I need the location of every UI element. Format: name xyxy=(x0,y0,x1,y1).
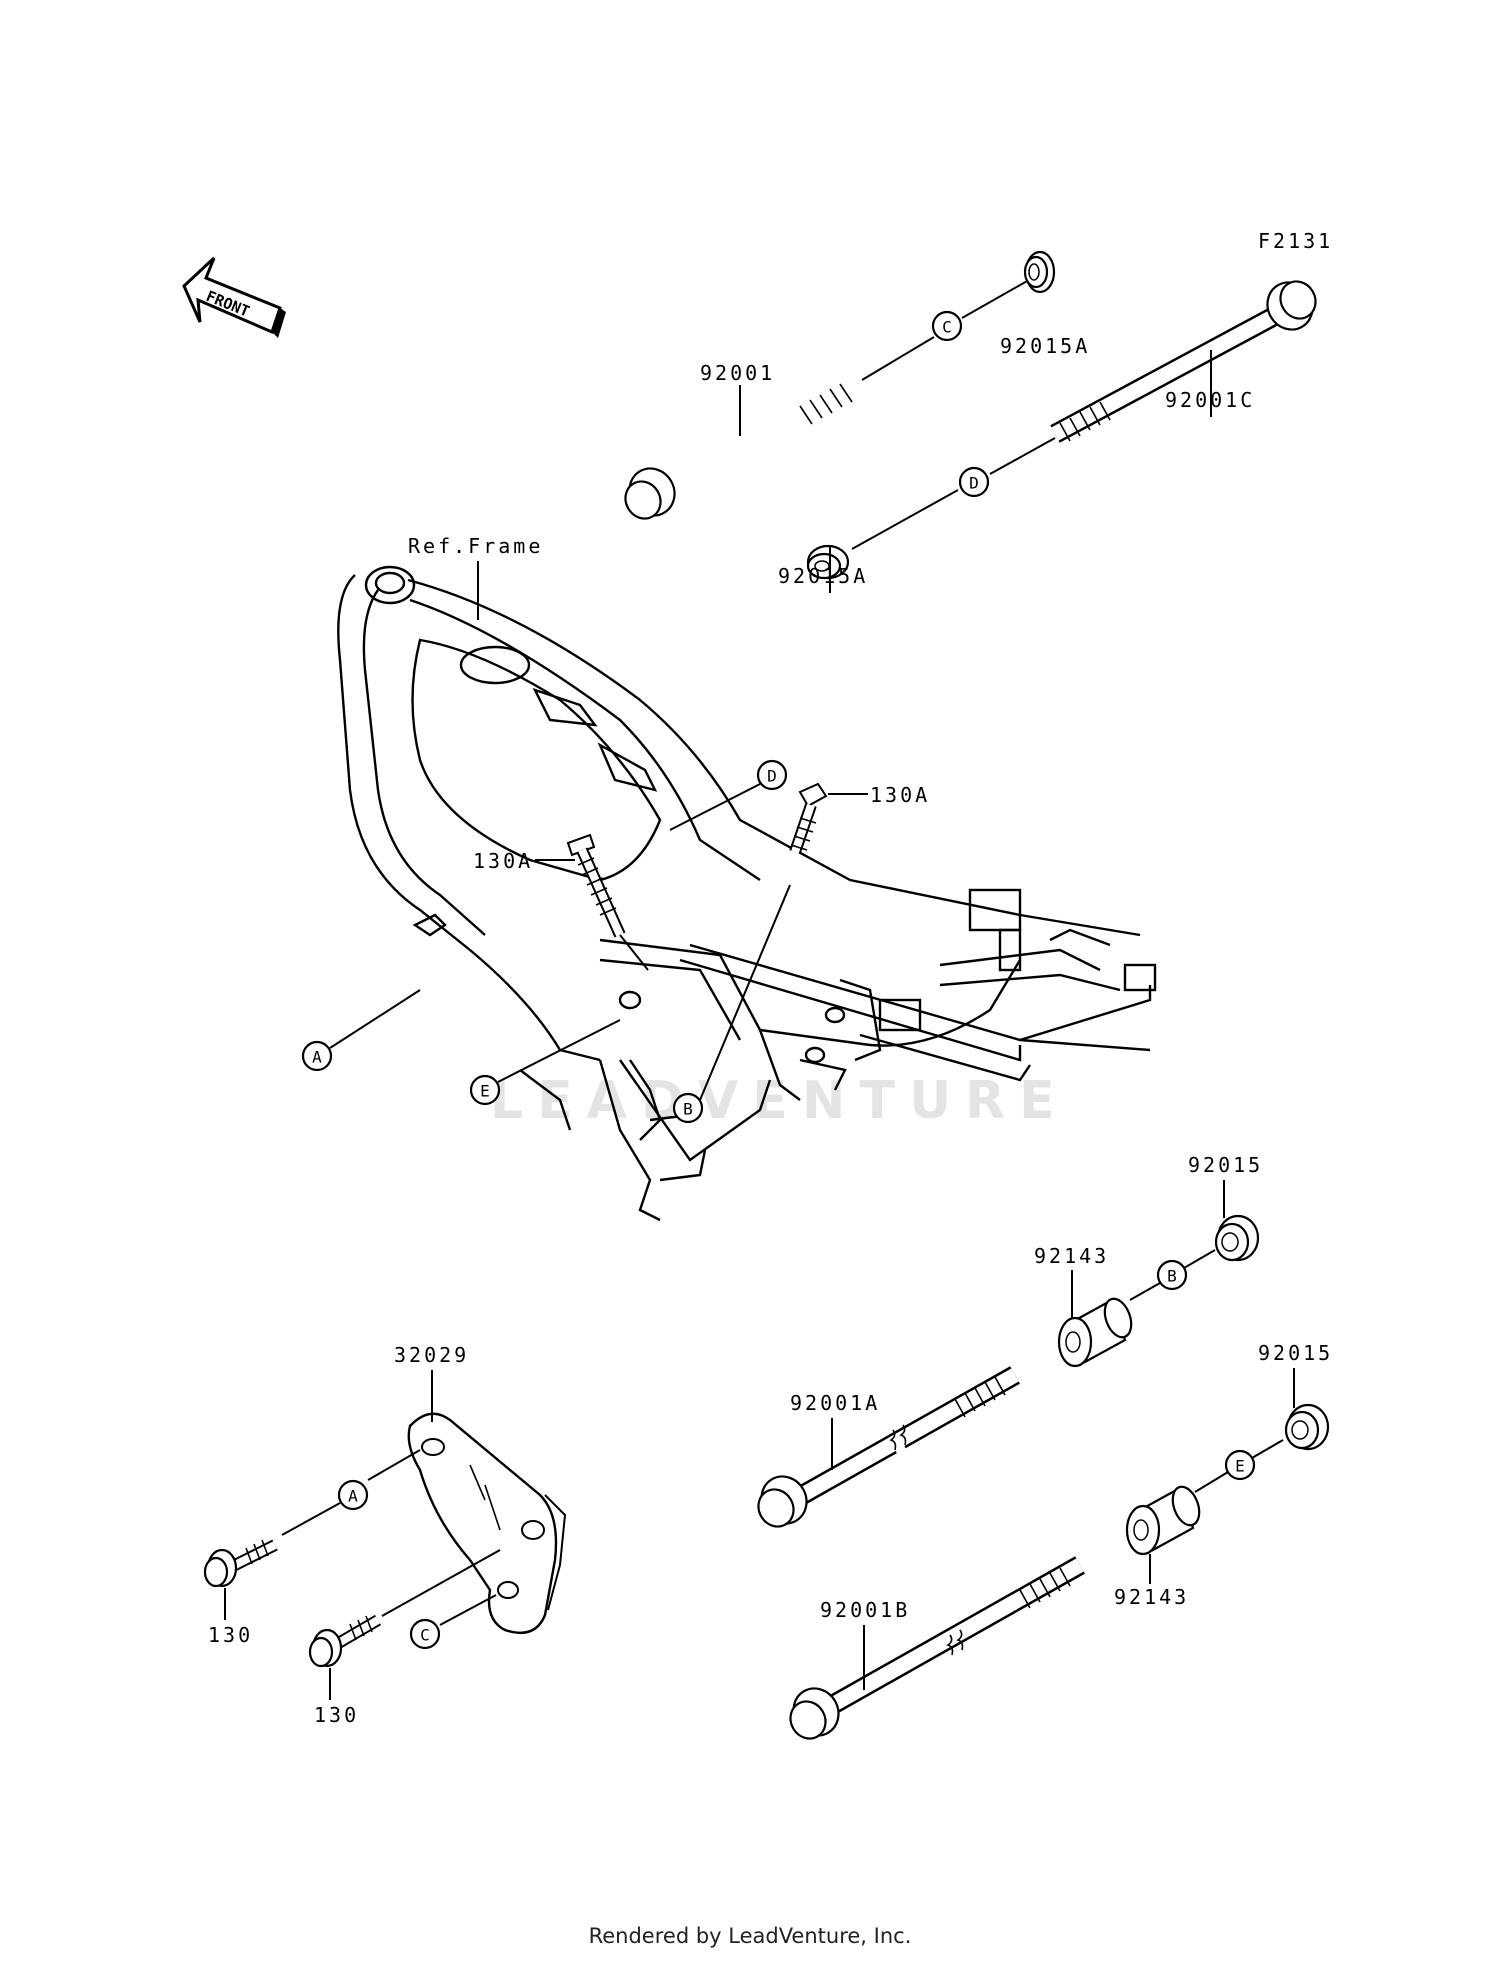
bolt-92001a xyxy=(757,1366,1020,1528)
leader-d-top-b xyxy=(851,489,959,550)
leader-e-right-a xyxy=(1251,1439,1284,1459)
leader-130-bottom-bracket xyxy=(381,1549,501,1617)
leader-c-top-b xyxy=(961,275,1037,319)
front-arrow-icon: FRONT xyxy=(182,256,286,338)
bolt-92001b xyxy=(789,1556,1085,1740)
callout-b-frame xyxy=(672,1092,704,1124)
label-92001b: 92001B xyxy=(820,1598,910,1622)
label-130a-left: 130A xyxy=(473,849,533,873)
bolt-92001 xyxy=(624,375,863,520)
leader-a-bracket-a xyxy=(367,1449,421,1481)
label-92015a-top: 92015A xyxy=(1000,334,1090,358)
watermark: LEADVENTURE xyxy=(490,1071,1069,1131)
label-92143-top: 92143 xyxy=(1034,1244,1109,1268)
leader-c-top-a xyxy=(861,336,935,381)
label-92143-bottom: 92143 xyxy=(1114,1585,1189,1609)
nut-92015a-top xyxy=(1023,250,1056,294)
label-92015-top: 92015 xyxy=(1188,1153,1263,1177)
bolt-130a-right xyxy=(789,782,828,854)
callout-a-bracket-label: A xyxy=(348,1487,358,1506)
bolt-92001c xyxy=(1050,280,1317,443)
label-130a-right: 130A xyxy=(870,783,930,807)
callout-c-top xyxy=(931,310,963,342)
leader-d-top-a xyxy=(989,437,1056,475)
nut-92015-bottom xyxy=(1284,1403,1330,1451)
leader-a-frame xyxy=(329,989,421,1049)
callout-d-frame-label: D xyxy=(767,767,777,786)
frame-drawing xyxy=(337,565,1157,1222)
bolt-130a-left xyxy=(566,833,626,938)
footer-credit: Rendered by LeadVenture, Inc. xyxy=(588,1924,912,1948)
collar-92143-top xyxy=(1057,1297,1133,1368)
label-ref-frame: Ref.Frame xyxy=(408,534,543,558)
callout-e-frame xyxy=(469,1074,501,1106)
callout-a-bracket xyxy=(337,1479,369,1511)
callout-c-top-label: C xyxy=(942,318,952,337)
callout-d-top xyxy=(958,466,990,498)
label-32029: 32029 xyxy=(394,1343,469,1367)
callout-c-bracket-label: C xyxy=(420,1626,430,1645)
callout-d-frame xyxy=(756,759,788,791)
bracket-32029 xyxy=(407,1412,567,1635)
leader-e-frame xyxy=(497,1019,621,1083)
label-92001c: 92001C xyxy=(1165,388,1255,412)
label-92015-bottom: 92015 xyxy=(1258,1341,1333,1365)
label-130-bottom: 130 xyxy=(314,1703,359,1727)
callout-b-frame-label: B xyxy=(683,1100,693,1119)
callout-c-bracket xyxy=(409,1618,441,1650)
leader-e-right-b xyxy=(1194,1471,1229,1493)
bolt-130-top xyxy=(203,1539,278,1588)
callout-a-frame-label: A xyxy=(312,1048,322,1067)
leader-c-bracket xyxy=(439,1594,497,1626)
callout-e-frame-label: E xyxy=(480,1082,490,1101)
leader-a-bracket-b xyxy=(281,1502,341,1536)
callout-b-right-label: B xyxy=(1167,1267,1177,1286)
leader-d-frame xyxy=(669,783,761,831)
callout-e-right xyxy=(1224,1449,1256,1481)
callout-d-top-label: D xyxy=(969,474,979,493)
callout-a-frame xyxy=(301,1040,333,1072)
nut-92015a-mid xyxy=(806,544,850,580)
leader-b-right-b xyxy=(1129,1282,1161,1301)
nut-92015-top xyxy=(1214,1214,1260,1262)
diagram-code: F2131 xyxy=(1258,229,1333,253)
leader-130a-left-2 xyxy=(619,934,649,971)
label-130-top: 130 xyxy=(208,1623,253,1647)
callout-e-right-label: E xyxy=(1235,1457,1245,1476)
collar-92143-bottom xyxy=(1125,1485,1201,1556)
callout-b-right xyxy=(1156,1259,1188,1291)
leader-b-frame xyxy=(699,884,791,1101)
label-92001: 92001 xyxy=(700,361,775,385)
label-92001a: 92001A xyxy=(790,1391,880,1415)
label-92015a-mid: 92015A xyxy=(778,564,868,588)
leader-b-right-a xyxy=(1183,1249,1216,1269)
bolt-130-bottom xyxy=(308,1614,382,1668)
